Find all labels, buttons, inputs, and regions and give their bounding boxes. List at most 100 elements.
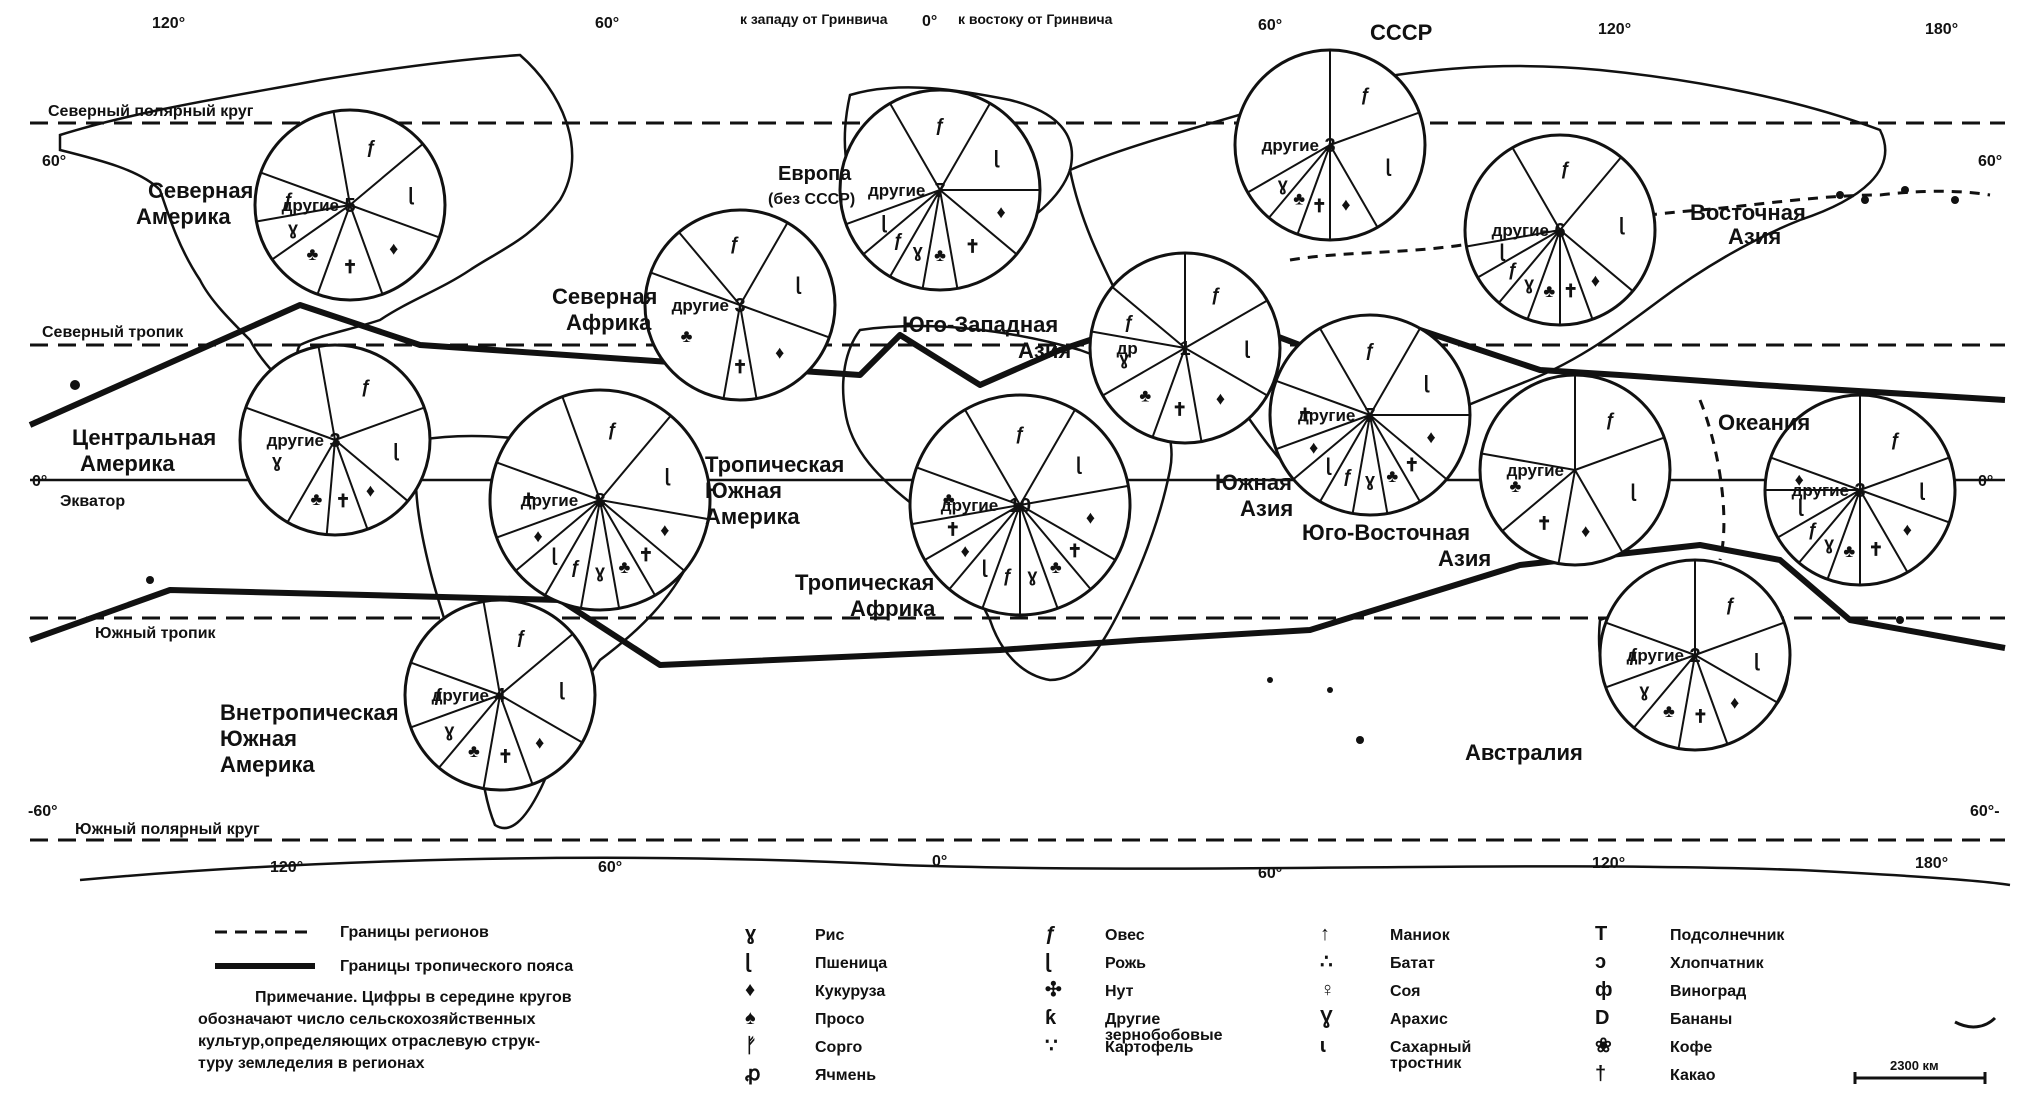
crop-glyph: ɭ	[1326, 455, 1332, 475]
sector-divider	[916, 466, 1021, 506]
crop-glyph: ƒ	[1343, 466, 1353, 486]
crop-glyph: ƒ	[893, 230, 903, 250]
sector-divider	[1501, 469, 1576, 532]
crop-count: 1	[1179, 338, 1190, 360]
crop-glyph: ♣	[1293, 188, 1305, 208]
crop-count: 4	[494, 685, 506, 707]
sector-divider	[1184, 347, 1203, 442]
other-crops-label: другие	[521, 491, 578, 510]
legend-crop-glyph: ✣	[1045, 979, 1062, 1001]
lon-bottom-120w: 120°	[270, 859, 303, 876]
legend-crop-name: Рожь	[1105, 955, 1146, 972]
legend-crop-glyph: ∵	[1045, 1035, 1058, 1057]
crop-count: 2	[1689, 645, 1700, 667]
legend-crop-glyph: ∴	[1320, 951, 1333, 973]
crop-glyph: ✝	[498, 747, 513, 767]
legend-crop-name: Просо	[815, 1011, 865, 1028]
sector-divider	[482, 694, 501, 789]
other-crops-label: другие	[1262, 136, 1319, 155]
antarctica-outline	[79, 856, 2011, 887]
crop-glyph: ɣ	[272, 451, 282, 471]
crop-glyph: ✝	[1312, 196, 1327, 216]
crop-glyph: ƒ	[366, 137, 376, 157]
legend-crop-name: Сорго	[815, 1039, 863, 1056]
crop-glyph: ɭ	[1619, 215, 1625, 235]
crop-glyph: ɭ	[665, 466, 671, 486]
sector-divider	[271, 204, 351, 261]
sector-divider	[1559, 229, 1634, 292]
lon-bottom-120e: 120°	[1592, 855, 1625, 872]
crop-glyph: ɭ	[408, 184, 414, 204]
crop-glyph: ɭ	[1424, 373, 1430, 393]
sector-divider	[349, 143, 424, 206]
sector-divider	[515, 499, 601, 572]
sector-divider	[739, 304, 830, 339]
other-crops-label: другие	[868, 181, 925, 200]
legend-crop-glyph: D	[1595, 1007, 1609, 1029]
caption-west-of-greenwich: к западу от Гринвича	[740, 11, 888, 27]
sector-divider	[1102, 347, 1186, 397]
lon-bottom-0: 0°	[932, 853, 947, 870]
crop-glyph: ɭ	[796, 274, 802, 294]
crop-glyph: ɭ	[1919, 480, 1925, 500]
crop-glyph: ƒ	[607, 420, 617, 440]
legend-crop-glyph: ᚠ	[745, 1035, 757, 1057]
crop-glyph: ✝	[1404, 455, 1419, 475]
crop-glyph: ƒ	[1808, 520, 1818, 540]
crop-glyph: ɣ	[1824, 533, 1834, 553]
crop-glyph: ɭ	[1076, 454, 1082, 474]
sector-divider	[256, 204, 351, 223]
sector-divider	[1019, 504, 1059, 609]
lat-60n-left: 60°	[42, 153, 66, 170]
region-circle: ƒɭ♦✝♣другие	[1478, 373, 1672, 567]
legend-crop-glyph: †	[1595, 1063, 1606, 1085]
crop-glyph: ♦	[533, 526, 542, 546]
sector-divider	[678, 231, 741, 306]
sector-divider	[325, 439, 336, 535]
legend-crop-name: Виноград	[1670, 983, 1746, 1000]
sector-divider	[410, 694, 501, 729]
crop-count: 3	[1854, 480, 1865, 502]
crop-glyph: ƒ	[361, 377, 371, 397]
sector-divider	[599, 415, 672, 501]
sector-divider	[482, 601, 501, 696]
crop-glyph: ♦	[1216, 389, 1225, 409]
legend-crop-glyph: ↑	[1320, 923, 1330, 945]
crop-glyph: ✝	[1693, 707, 1708, 727]
other-crops-label: другие	[1507, 461, 1564, 480]
label-europe: Европа(без СССР)	[768, 163, 855, 208]
crop-glyph: ƒ	[730, 233, 740, 253]
legend-crop-glyph: ɣ	[745, 923, 757, 945]
legend-crop-name: Рис	[815, 927, 845, 944]
crop-glyph: ƒ	[283, 190, 293, 210]
legend-crop-glyph: ɭ	[1045, 951, 1052, 973]
legend-crop-glyph: ♠	[745, 1007, 756, 1029]
crop-glyph: ♦	[1309, 438, 1318, 458]
legend-crop-glyph: ф	[1595, 979, 1613, 1001]
sector-divider	[561, 396, 601, 501]
region-border-dashed	[1289, 189, 1991, 561]
crop-glyph: ƒ	[1365, 340, 1375, 360]
sector-divider	[579, 499, 601, 609]
crop-glyph: ɭ	[559, 680, 565, 700]
crop-glyph: ✝	[1297, 405, 1312, 425]
crop-count: 3	[329, 430, 340, 452]
crop-glyph: ♦	[775, 342, 784, 362]
crop-count: 3	[1324, 135, 1335, 157]
sector-divider	[349, 204, 440, 239]
other-crops-label: другие	[432, 686, 489, 705]
crop-glyph: ♣	[1843, 541, 1855, 561]
sector-divider	[1019, 504, 1092, 590]
sector-divider	[332, 111, 351, 206]
north-america-outline	[58, 53, 574, 448]
crop-glyph: ɣ	[595, 562, 605, 582]
sector-divider	[924, 504, 1021, 561]
